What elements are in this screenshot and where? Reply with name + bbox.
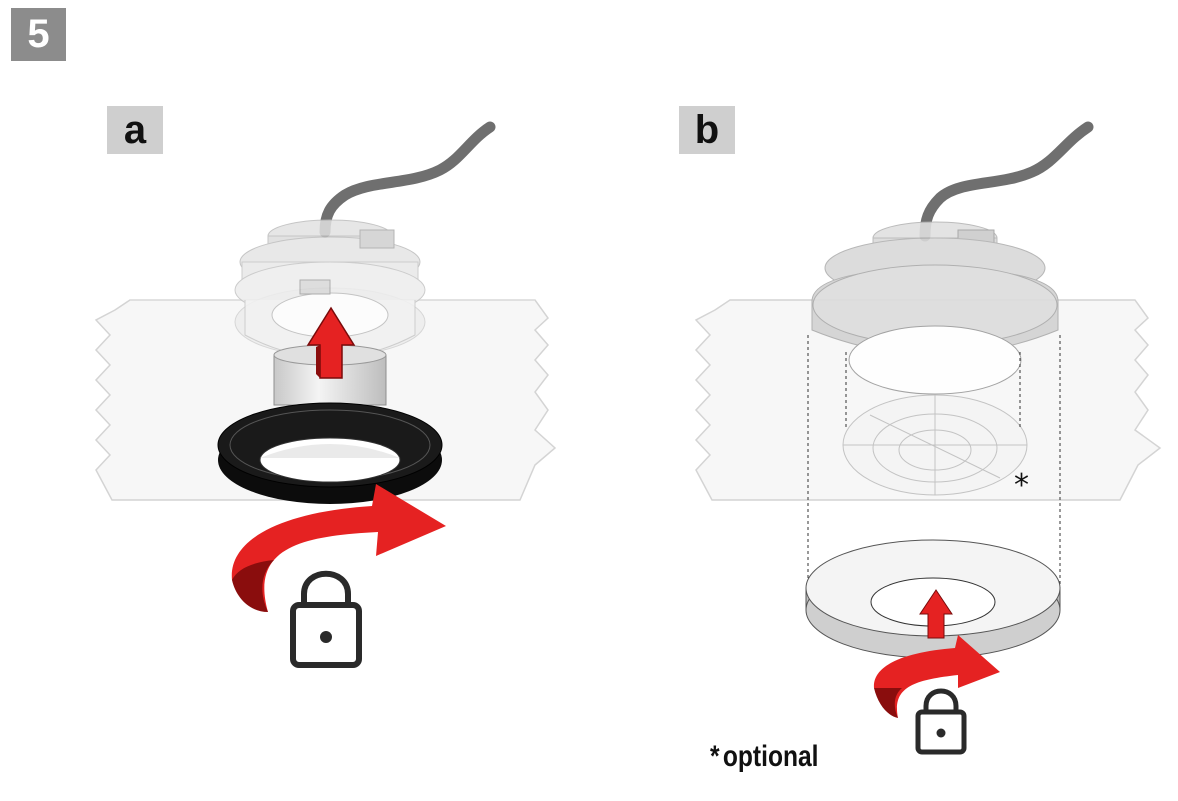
lock-icon <box>290 570 362 668</box>
alignment-guides <box>807 335 1061 588</box>
lock-icon-b <box>915 688 967 755</box>
rotate-arrow-icon <box>231 484 446 612</box>
step-number-badge: 5 <box>11 8 66 61</box>
footnote-text: optional <box>722 740 819 773</box>
up-arrow-icon <box>306 306 356 379</box>
footnote-marker: * <box>710 740 720 773</box>
up-arrow-icon-b <box>919 589 953 639</box>
rotate-arrow-icon-b <box>873 635 1000 718</box>
panel-b-scene <box>694 121 1162 755</box>
sensor-housing-b <box>811 221 1059 395</box>
optional-lens <box>842 394 1028 496</box>
optional-marker: * <box>1014 468 1029 503</box>
black-trim-ring <box>217 402 443 504</box>
panel-b-label: b <box>679 106 735 154</box>
white-cover-ring <box>805 539 1061 659</box>
cable-b <box>919 121 1094 242</box>
panel-a-label: a <box>107 106 163 154</box>
panel-a-scene <box>94 121 557 668</box>
cable-a <box>319 121 496 238</box>
footnote-optional: *optional <box>710 740 819 774</box>
